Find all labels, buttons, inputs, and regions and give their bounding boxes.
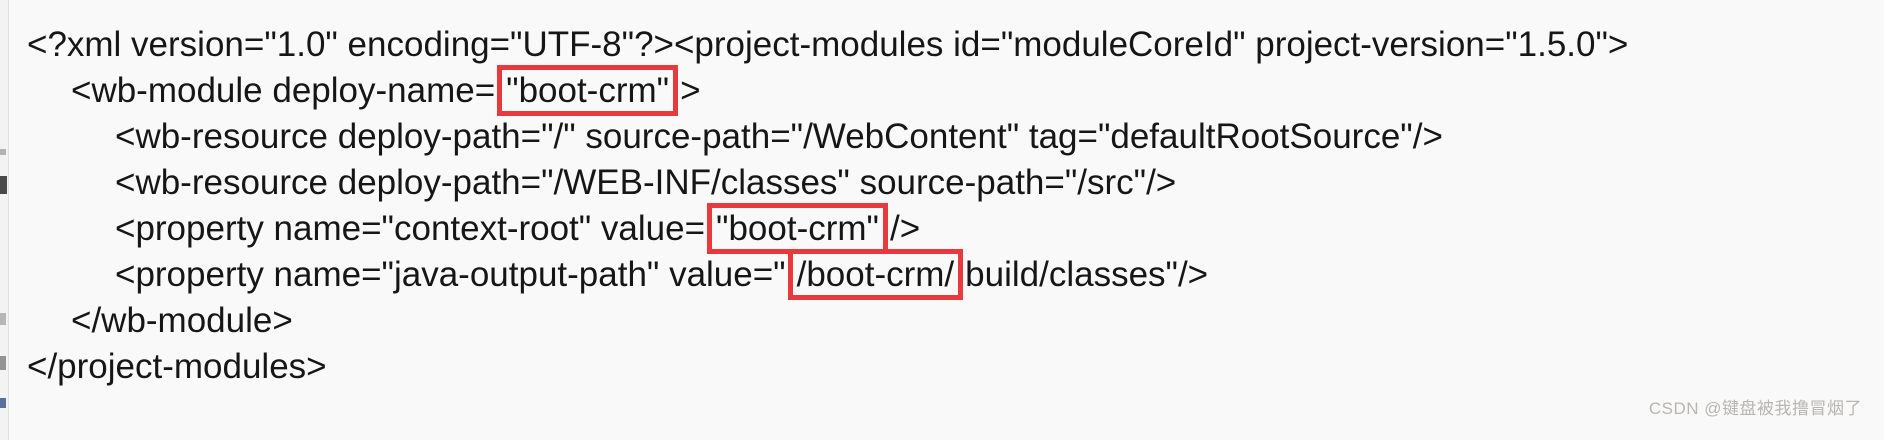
margin-artifact — [0, 149, 6, 155]
code-text: > — [680, 71, 701, 110]
code-text: build/classes"/> — [965, 255, 1209, 294]
code-text: <property name="java-output-path" value=… — [115, 255, 786, 294]
red-highlight-box: "boot-crm" — [497, 65, 679, 116]
margin-artifact — [0, 356, 6, 370]
code-line: </project-modules> — [27, 344, 1628, 390]
code-line: <property name="context-root" value="boo… — [27, 203, 1628, 254]
code-line: </wb-module> — [27, 298, 1628, 344]
code-text: /> — [889, 209, 921, 248]
red-highlight-box: /boot-crm/ — [787, 249, 964, 300]
code-text: </project-modules> — [27, 347, 327, 386]
code-line: <wb-resource deploy-path="/" source-path… — [27, 114, 1628, 160]
csdn-watermark: CSDN @键盘被我撸冒烟了 — [1648, 399, 1862, 418]
red-highlight-box: "boot-crm" — [707, 203, 888, 254]
code-line: <?xml version="1.0" encoding="UTF-8"?><p… — [27, 22, 1628, 68]
code-text: <wb-module deploy-name= — [71, 71, 496, 110]
margin-artifact — [0, 313, 6, 325]
margin-artifact — [0, 176, 7, 194]
code-text: <wb-resource deploy-path="/WEB-INF/class… — [115, 163, 1177, 202]
code-text: <wb-resource deploy-path="/" source-path… — [115, 117, 1443, 156]
code-text: </wb-module> — [71, 301, 293, 340]
code-line: <wb-resource deploy-path="/WEB-INF/class… — [27, 160, 1628, 206]
margin-artifact — [0, 398, 6, 408]
code-line: <wb-module deploy-name="boot-crm"> — [27, 65, 1628, 116]
code-line: <property name="java-output-path" value=… — [27, 249, 1628, 300]
editor-left-margin — [0, 0, 9, 440]
code-text: <?xml version="1.0" encoding="UTF-8"?><p… — [27, 25, 1629, 64]
code-text: <property name="context-root" value= — [115, 209, 706, 248]
code-block[interactable]: <?xml version="1.0" encoding="UTF-8"?><p… — [27, 22, 1628, 390]
